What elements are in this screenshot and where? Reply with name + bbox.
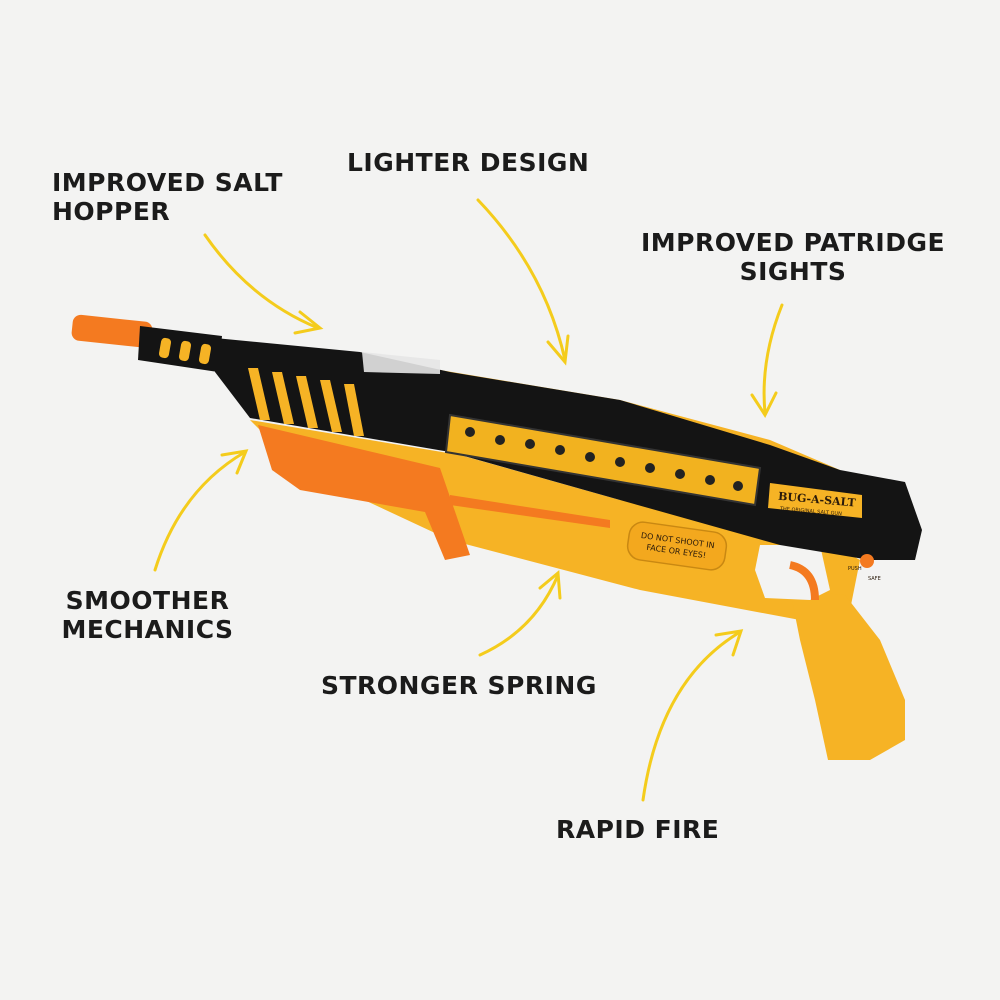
label-line: IMPROVED SALT: [52, 168, 283, 197]
label-line: SMOOTHER: [65, 586, 230, 615]
label-stronger-spring: STRONGER SPRING: [321, 671, 597, 700]
label-rapid-fire: RAPID FIRE: [556, 815, 719, 844]
arrow-spring: [478, 573, 560, 657]
arrow-salt-hopper: [203, 233, 320, 330]
brand-tagline: THE ORIGINAL SALT GUN: [779, 506, 843, 517]
label-smoother-mechanics: SMOOTHER MECHANICS: [55, 586, 240, 644]
trigger: [788, 561, 819, 601]
arrow-sights: [762, 303, 784, 415]
safety-button: [860, 554, 874, 568]
label-lighter-design: LIGHTER DESIGN: [347, 148, 589, 177]
safety-push-label: PUSH: [848, 566, 862, 572]
label-line: STRONGER SPRING: [321, 671, 597, 700]
label-line: IMPROVED PATRIDGE: [640, 228, 946, 257]
muzzle-tip: [71, 314, 153, 348]
safety-safe-label: SAFE: [868, 576, 881, 582]
arrowhead-salt-hopper: [293, 310, 324, 335]
arrowhead-lighter-design: [546, 334, 570, 366]
salt-gun: BUG-A-SALT THE ORIGINAL SALT GUN DO NOT …: [71, 314, 922, 760]
label-line: SIGHTS: [739, 257, 847, 286]
arrow-lighter-design: [476, 198, 567, 362]
arrowhead-sights: [750, 391, 778, 419]
label-line: RAPID FIRE: [556, 815, 720, 844]
spring-slot: [450, 495, 610, 528]
label-line: MECHANICS: [61, 615, 234, 644]
label-line: LIGHTER DESIGN: [347, 148, 590, 177]
label-line: HOPPER: [52, 197, 171, 226]
arrowhead-spring: [538, 569, 562, 600]
arrow-smoother: [153, 450, 247, 572]
arrow-rapid-fire: [641, 630, 742, 802]
arrowhead-rapid-fire: [714, 629, 744, 657]
arrowhead-smoother: [220, 449, 249, 475]
salt-hopper: [362, 352, 440, 374]
fly-pattern-panel: [444, 413, 762, 507]
pistol-grip: [790, 590, 905, 760]
label-salt-hopper: IMPROVED SALT HOPPER: [52, 168, 283, 226]
pump-handle: [258, 425, 470, 560]
label-sights: IMPROVED PATRIDGE SIGHTS: [630, 228, 956, 286]
